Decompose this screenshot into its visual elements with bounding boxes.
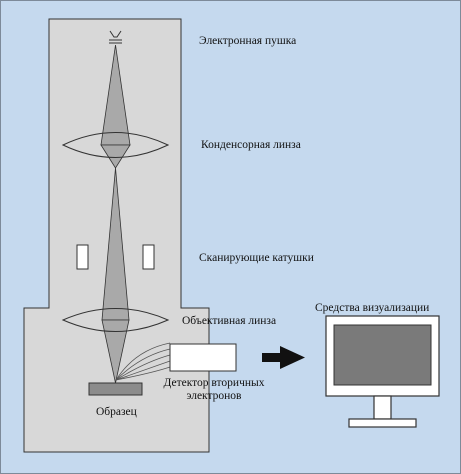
label-detector-line2: электронов xyxy=(186,390,242,402)
label-detector: Детектор вторичных электронов xyxy=(152,377,276,403)
electron-beam-condenser-cross xyxy=(100,144,131,169)
scan-coil-left xyxy=(76,244,89,270)
secondary-electron-detector xyxy=(169,343,237,372)
label-scan-coils: Сканирующие катушки xyxy=(199,252,314,264)
label-condenser-lens: Конденсорная линза xyxy=(201,139,301,151)
label-objective-lens: Объективная линза xyxy=(182,315,277,327)
monitor-neck xyxy=(373,395,392,420)
objective-lens xyxy=(61,308,170,332)
label-detector-line1: Детектор вторичных xyxy=(163,377,265,389)
electron-beam-objective-cross xyxy=(101,319,130,384)
monitor-icon xyxy=(325,315,440,428)
label-electron-gun: Электронная пушка xyxy=(199,35,297,47)
electron-gun-icon xyxy=(109,30,122,44)
scan-coil-right xyxy=(142,244,155,270)
secondary-electron-paths xyxy=(115,342,171,381)
monitor-screen xyxy=(333,324,432,386)
signal-arrow xyxy=(262,346,305,369)
sample xyxy=(88,382,143,396)
monitor-base xyxy=(348,418,417,428)
label-sample: Образец xyxy=(96,406,137,418)
condenser-lens xyxy=(61,132,170,158)
label-visualization: Средства визуализации xyxy=(315,302,430,314)
